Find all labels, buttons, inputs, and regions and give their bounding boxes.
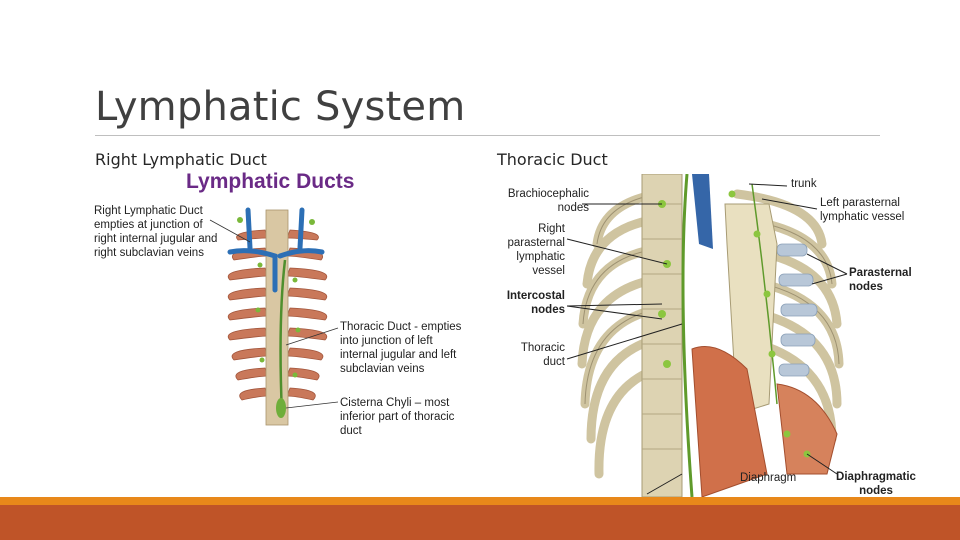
thoracic-duct-figure: trunk Brachiocephalic nodes Left paraste…: [487, 174, 927, 497]
thoracic-duct-right-label: Thoracic duct: [520, 342, 565, 368]
ribs-left: [227, 229, 269, 401]
right-parasternal-vessel-label: Right parasternal lymphatic vessel: [507, 223, 565, 277]
thoracic-duct-label: Thoracic Duct - empties into junction of…: [340, 321, 462, 375]
left-parasternal-vessel-label: Left parasternal lymphatic vessel: [820, 197, 905, 223]
right-figure-leader-lines: [566, 183, 848, 495]
cisterna-chyli-label: Cisterna Chyli – most inferior part of t…: [340, 397, 455, 437]
costal-cartilages: [776, 243, 818, 377]
diaphragm-right: [776, 383, 838, 475]
vertebral-column: [641, 174, 683, 497]
diaphragm-left: [691, 346, 768, 497]
lymph-nodes: [237, 217, 315, 378]
cisterna-chyli: [276, 398, 286, 418]
title-divider: [95, 135, 880, 136]
intercostal-nodes-label: Intercostal nodes: [506, 290, 565, 316]
thoracic-duct-vessel: [681, 174, 694, 497]
right-lymphatic-duct-label: Right Lymphatic Duct empties at junction…: [94, 205, 218, 259]
brachiocephalic-nodes-label: Brachiocephalic nodes: [507, 188, 589, 214]
figure-title: Lymphatic Ducts: [186, 170, 355, 193]
parasternal-nodes-label: Parasternal nodes: [849, 267, 912, 293]
lymphatic-ducts-figure: Lymphatic Ducts: [90, 170, 470, 440]
trunk-label: trunk: [791, 178, 817, 190]
thoracic-cage-illustration: [566, 174, 848, 497]
footer-bar: [0, 505, 960, 540]
lymphatic-ducts-illustration: [209, 207, 339, 426]
left-column-heading: Right Lymphatic Duct: [95, 150, 267, 169]
slide-title: Lymphatic System: [95, 84, 466, 130]
footer-accent-bar: [0, 497, 960, 505]
diaphragm-label: Diaphragm: [740, 472, 797, 484]
spine: [265, 209, 289, 426]
thoracic-duct-line: [279, 259, 287, 416]
brachiocephalic-vein: [692, 174, 713, 249]
leader-lines: [209, 219, 339, 409]
right-column-heading: Thoracic Duct: [497, 150, 608, 169]
diaphragmatic-nodes-label: Diaphragmatic nodes: [836, 471, 916, 497]
